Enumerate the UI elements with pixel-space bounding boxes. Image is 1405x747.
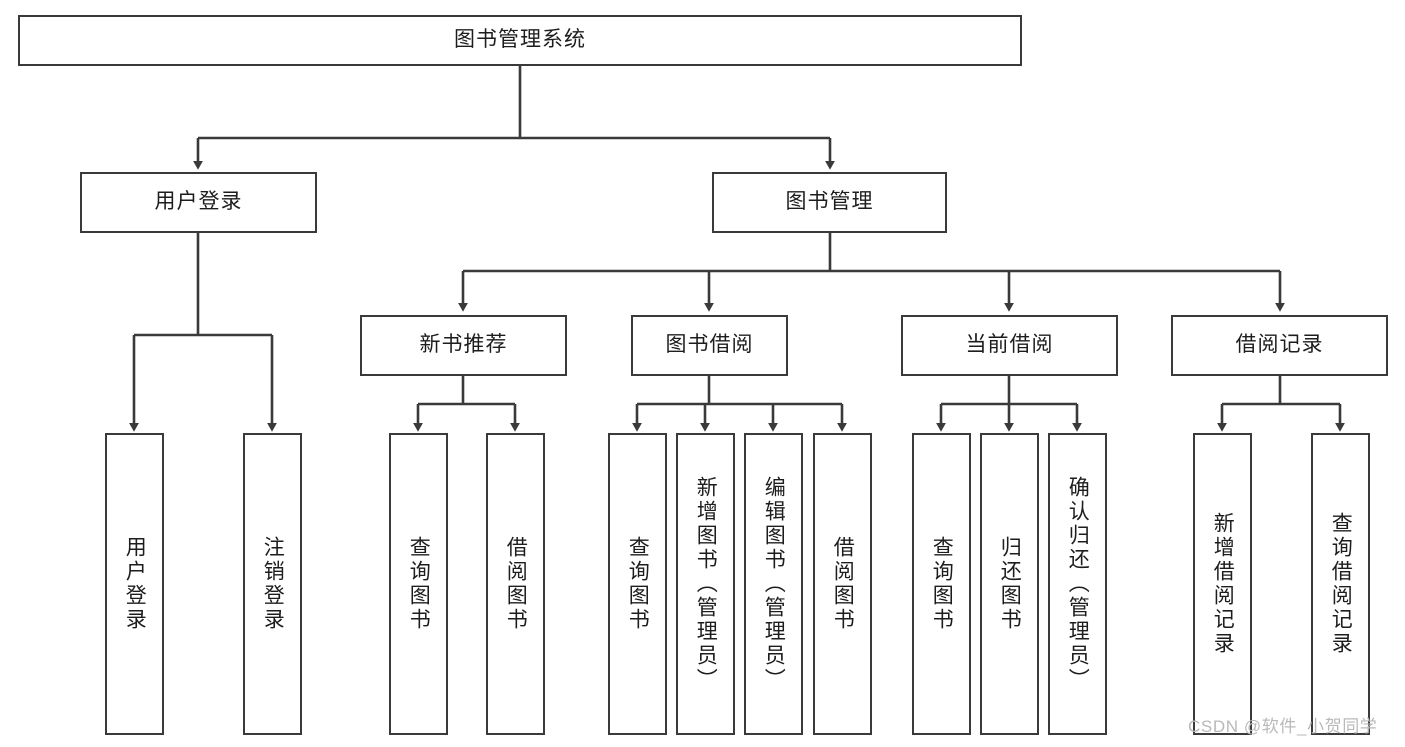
node-user-login[interactable]: 用户登录 — [80, 172, 317, 233]
watermark-text: CSDN @软件_小贺同学 — [1188, 717, 1378, 736]
node-leaf-borrow-edit-book-label: 编辑图书（管理员） — [762, 476, 786, 692]
node-leaf-current-return-book-label: 归还图书 — [998, 536, 1022, 632]
node-leaf-rec-borrow-book[interactable]: 借阅图书 — [486, 433, 545, 735]
node-leaf-user-logout-label: 注销登录 — [261, 536, 285, 632]
node-leaf-current-query-book[interactable]: 查询图书 — [912, 433, 971, 735]
node-leaf-record-add[interactable]: 新增借阅记录 — [1193, 433, 1252, 735]
node-book-manage-label: 图书管理 — [785, 190, 874, 214]
node-leaf-rec-borrow-book-label: 借阅图书 — [504, 536, 528, 632]
node-leaf-borrow-add-book-label: 新增图书（管理员） — [694, 476, 718, 692]
node-book-borrow[interactable]: 图书借阅 — [631, 315, 788, 376]
node-borrow-record[interactable]: 借阅记录 — [1171, 315, 1388, 376]
node-leaf-current-query-book-label: 查询图书 — [930, 536, 954, 632]
node-leaf-record-query-label: 查询借阅记录 — [1329, 512, 1353, 656]
node-leaf-user-login-label: 用户登录 — [123, 536, 147, 632]
node-borrow-record-label: 借阅记录 — [1235, 333, 1324, 357]
node-leaf-rec-query-book-label: 查询图书 — [407, 536, 431, 632]
node-book-manage[interactable]: 图书管理 — [712, 172, 947, 233]
node-leaf-rec-query-book[interactable]: 查询图书 — [389, 433, 448, 735]
node-leaf-borrow-add-book[interactable]: 新增图书（管理员） — [676, 433, 735, 735]
node-leaf-user-logout[interactable]: 注销登录 — [243, 433, 302, 735]
node-leaf-record-add-label: 新增借阅记录 — [1211, 512, 1235, 656]
node-new-book-rec-label: 新书推荐 — [419, 333, 508, 357]
node-leaf-borrow-query-book-label: 查询图书 — [626, 536, 650, 632]
node-leaf-borrow-query-book[interactable]: 查询图书 — [608, 433, 667, 735]
node-root[interactable]: 图书管理系统 — [18, 15, 1022, 66]
node-leaf-record-query[interactable]: 查询借阅记录 — [1311, 433, 1370, 735]
node-leaf-current-confirm-return-label: 确认归还（管理员） — [1066, 476, 1090, 692]
node-leaf-borrow-edit-book[interactable]: 编辑图书（管理员） — [744, 433, 803, 735]
node-leaf-user-login[interactable]: 用户登录 — [105, 433, 164, 735]
node-new-book-rec[interactable]: 新书推荐 — [360, 315, 567, 376]
node-leaf-current-return-book[interactable]: 归还图书 — [980, 433, 1039, 735]
node-leaf-current-confirm-return[interactable]: 确认归还（管理员） — [1048, 433, 1107, 735]
node-root-label: 图书管理系统 — [454, 28, 586, 52]
node-leaf-borrow-borrow-book-label: 借阅图书 — [831, 536, 855, 632]
node-current-borrow[interactable]: 当前借阅 — [901, 315, 1118, 376]
node-current-borrow-label: 当前借阅 — [965, 333, 1054, 357]
node-book-borrow-label: 图书借阅 — [665, 333, 754, 357]
node-leaf-borrow-borrow-book[interactable]: 借阅图书 — [813, 433, 872, 735]
node-user-login-label: 用户登录 — [154, 190, 243, 214]
